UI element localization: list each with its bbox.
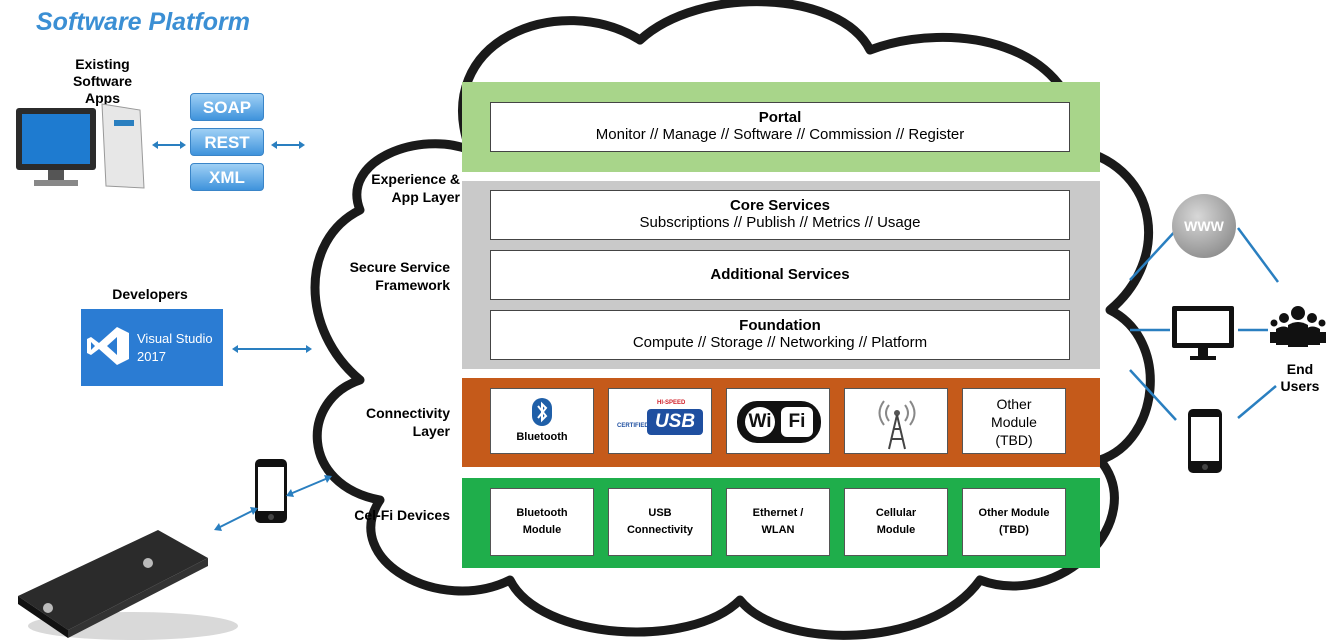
double-arrow-icon: [271, 141, 305, 149]
connector-lines: [1129, 227, 1280, 421]
device-label-line2: WLAN: [761, 524, 795, 536]
foundation-box: Foundation Compute // Storage // Network…: [490, 310, 1070, 360]
bluetooth-label: Bluetooth: [516, 431, 568, 443]
portal-box: Portal Monitor // Manage // Software // …: [490, 102, 1070, 152]
other-module-tile: Other Module (TBD): [962, 388, 1066, 454]
double-arrow-icon: [214, 507, 258, 531]
device-label-line2: Module: [522, 524, 562, 536]
device-other-module: Other Module (TBD): [962, 488, 1066, 556]
users-group-icon: [1270, 306, 1326, 347]
device-label-line2: Connectivity: [626, 524, 693, 536]
desktop-computer-icon: [16, 103, 145, 189]
device-label-line2: (TBD): [999, 524, 1029, 536]
visual-studio-icon: [87, 327, 129, 365]
cell-tower-icon: [878, 400, 916, 450]
www-label: WWW: [1184, 218, 1224, 234]
rest-badge: REST: [190, 128, 264, 156]
wifi-label-wi: Wi: [745, 407, 775, 437]
portal-subtitle: Monitor // Manage // Software // Commiss…: [595, 126, 965, 143]
core-services-title: Core Services: [729, 197, 831, 214]
device-label-line1: Other Module: [978, 507, 1050, 519]
device-ethernet-wlan: Ethernet / WLAN: [726, 488, 830, 556]
device-label-line1: Bluetooth: [516, 507, 568, 519]
usb-logo: USB: [647, 409, 703, 435]
cel-fi-device-icon: [18, 530, 238, 640]
connectivity-band: Bluetooth HI-SPEED CERTIFIED USB Wi Fi O…: [462, 378, 1100, 467]
cel-fi-devices-label: Cel-Fi Devices: [354, 507, 450, 523]
usb-certified-label: CERTIFIED: [617, 423, 649, 429]
bluetooth-icon: [532, 398, 552, 426]
monitor-icon: [1172, 306, 1234, 360]
page-title: Software Platform: [36, 8, 250, 36]
existing-apps-label: Existing Software Apps: [72, 56, 133, 106]
device-label-line1: USB: [648, 507, 672, 519]
device-label-line1: Cellular: [875, 507, 917, 519]
visual-studio-logo: Visual Studio 2017: [81, 309, 223, 386]
device-usb-connectivity: USB Connectivity: [608, 488, 712, 556]
www-globe-icon: WWW: [1172, 194, 1236, 258]
other-module-line3: (TBD): [995, 432, 1033, 448]
double-arrow-icon: [152, 141, 186, 149]
connectivity-layer-label: Connectivity Layer: [365, 405, 450, 439]
services-band: Core Services Subscriptions // Publish /…: [462, 181, 1100, 369]
portal-band: Portal Monitor // Manage // Software // …: [462, 82, 1100, 172]
xml-badge: XML: [190, 163, 264, 191]
usb-tile: HI-SPEED CERTIFIED USB: [608, 388, 712, 454]
wifi-tile: Wi Fi: [726, 388, 830, 454]
foundation-title: Foundation: [739, 317, 821, 334]
wifi-label-fi: Fi: [781, 407, 813, 437]
developers-label: Developers: [112, 286, 188, 302]
smartphone-icon: [1188, 409, 1222, 473]
experience-layer-label: Experience & App Layer: [371, 171, 460, 205]
double-arrow-icon: [232, 345, 312, 353]
bluetooth-tile: Bluetooth: [490, 388, 594, 454]
core-services-subtitle: Subscriptions // Publish // Metrics // U…: [639, 214, 921, 231]
visual-studio-name: Visual Studio: [137, 331, 213, 346]
additional-services-box: Additional Services: [490, 250, 1070, 300]
portal-title: Portal: [758, 109, 802, 126]
core-services-box: Core Services Subscriptions // Publish /…: [490, 190, 1070, 240]
usb-speed-label: HI-SPEED: [657, 400, 686, 406]
smartphone-icon: [255, 459, 287, 523]
device-label-line1: Ethernet /: [752, 507, 804, 519]
device-label-line2: Module: [876, 524, 916, 536]
soap-badge: SOAP: [190, 93, 264, 121]
double-arrow-icon: [286, 475, 332, 497]
visual-studio-year: 2017: [137, 349, 166, 364]
secure-framework-label: Secure Service Framework: [349, 259, 450, 293]
wifi-logo: Wi Fi: [737, 401, 821, 443]
cellular-tile: [844, 388, 948, 454]
end-users-label: End Users: [1280, 361, 1320, 394]
other-module-line2: Module: [991, 414, 1037, 430]
additional-services-title: Additional Services: [710, 266, 850, 283]
foundation-subtitle: Compute // Storage // Networking // Plat…: [632, 334, 928, 351]
other-module-line1: Other: [996, 396, 1032, 412]
